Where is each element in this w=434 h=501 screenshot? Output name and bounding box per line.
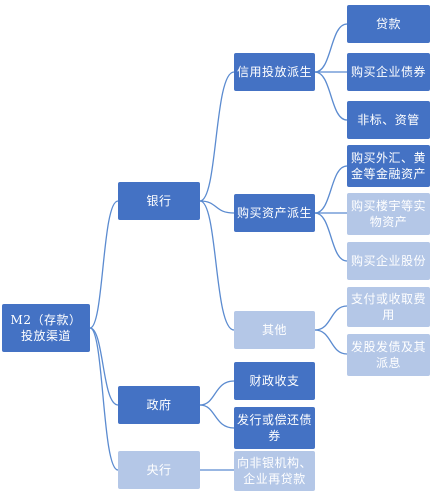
asset-purchase-node: 购买资产派生 bbox=[234, 194, 315, 232]
loan-node: 贷款 bbox=[347, 5, 430, 43]
credit-derivation-node: 信用投放派生 bbox=[234, 53, 315, 91]
bond-issue-node: 发行或偿还债券 bbox=[234, 407, 315, 449]
equity-node: 购买企业股份 bbox=[347, 242, 430, 280]
fee-node: 支付或收取费用 bbox=[347, 287, 430, 327]
bank-node: 银行 bbox=[118, 182, 200, 220]
government-node: 政府 bbox=[118, 386, 200, 424]
relending-node: 向非银机构、企业再贷款 bbox=[234, 451, 315, 491]
fiscal-node: 财政收支 bbox=[234, 362, 315, 400]
nonstandard-asset-mgmt-node: 非标、资管 bbox=[347, 101, 430, 139]
fx-gold-node: 购买外汇、黄金等金融资产 bbox=[347, 145, 430, 187]
other-node: 其他 bbox=[234, 311, 315, 349]
corporate-bond-node: 购买企业债券 bbox=[347, 53, 430, 91]
issuance-dividend-node: 发股发债及其派息 bbox=[347, 334, 430, 376]
central-bank-node: 央行 bbox=[118, 451, 200, 489]
root-node: M2（存款）投放渠道 bbox=[2, 304, 90, 352]
real-asset-node: 购买楼宇等实物资产 bbox=[347, 193, 430, 235]
